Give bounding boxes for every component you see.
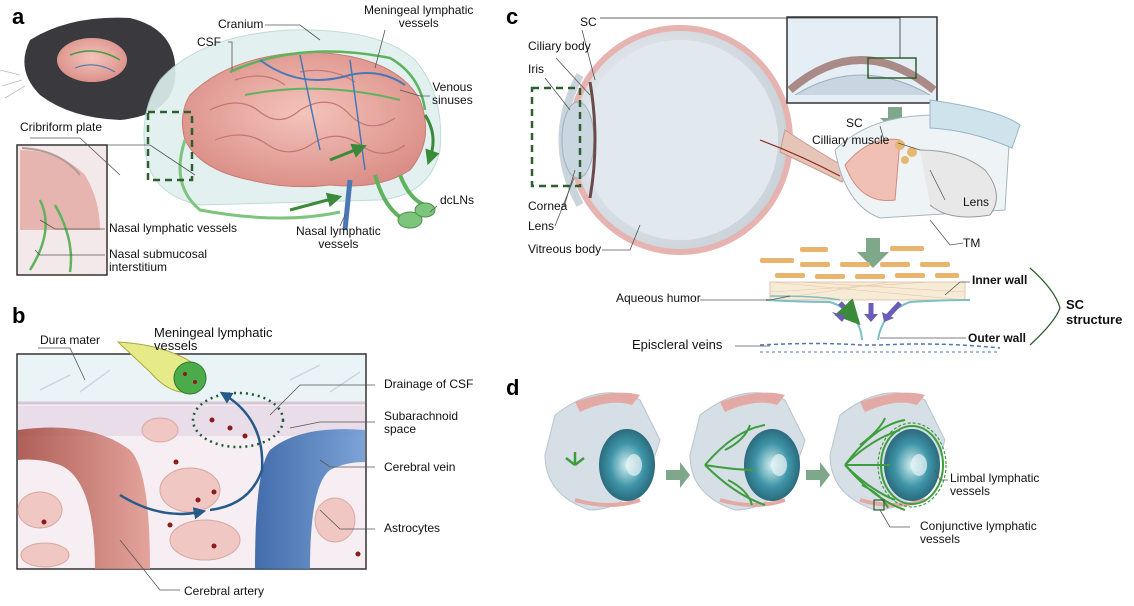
label-nasal-lymphatic-vessels-right: Nasal lymphatic vessels bbox=[296, 225, 381, 251]
label-ciliary-body: Ciliary body bbox=[528, 40, 591, 53]
panel-label-d: d bbox=[506, 375, 519, 401]
label-tm: TM bbox=[963, 237, 980, 250]
label-inner-wall: Inner wall bbox=[972, 274, 1027, 287]
eye-stage-1 bbox=[545, 393, 660, 510]
label-outer-wall: Outer wall bbox=[968, 332, 1026, 345]
label-sc-mid: SC bbox=[846, 117, 863, 130]
label-subarachnoid-space: Subarachnoid space bbox=[384, 410, 458, 436]
label-dclns: dcLNs bbox=[440, 194, 474, 207]
label-meningeal-lymphatic-vessels-a: Meningeal lymphatic vessels bbox=[364, 4, 473, 30]
label-cilliary-muscle: Cilliary muscle bbox=[812, 134, 889, 147]
eye-stage-2 bbox=[690, 393, 805, 510]
label-meningeal-lymphatic-vessels-b: Meningeal lymphatic vessels bbox=[154, 326, 273, 352]
sc-structure-bracket bbox=[1030, 268, 1060, 345]
label-dura-mater: Dura mater bbox=[40, 334, 100, 347]
panel-b-illustration bbox=[17, 342, 366, 569]
panel-label-b: b bbox=[12, 303, 25, 329]
label-sc-top: SC bbox=[580, 16, 597, 29]
label-cerebral-artery: Cerebral artery bbox=[184, 585, 264, 598]
label-cerebral-vein: Cerebral vein bbox=[384, 461, 455, 474]
label-conjunctive-lymphatic-vessels: Conjunctive lymphatic vessels bbox=[920, 520, 1037, 546]
stage-arrow-2 bbox=[806, 462, 830, 488]
label-lens-right: Lens bbox=[963, 196, 989, 209]
eye-stage-3 bbox=[830, 393, 946, 510]
stage-arrow-1 bbox=[666, 462, 690, 488]
label-venous-sinuses: Venous sinuses bbox=[432, 81, 473, 107]
panel-label-a: a bbox=[12, 4, 24, 30]
label-nasal-submucosal-interstitium: Nasal submucosal interstitium bbox=[109, 248, 207, 274]
label-cribriform-plate: Cribriform plate bbox=[20, 121, 102, 134]
panel-c-illustration bbox=[532, 17, 1060, 352]
label-drainage-of-csf: Drainage of CSF bbox=[384, 378, 473, 391]
lens-shape bbox=[562, 102, 594, 178]
label-iris: Iris bbox=[528, 63, 544, 76]
label-lens-left: Lens bbox=[528, 220, 554, 233]
panel-label-c: c bbox=[506, 4, 518, 30]
label-nasal-lymphatic-vessels: Nasal lymphatic vessels bbox=[109, 222, 237, 235]
meningeal-vessel-lumen bbox=[174, 362, 206, 394]
label-cornea: Cornea bbox=[528, 200, 567, 213]
panel-d-illustration bbox=[545, 393, 946, 510]
label-sc-structure: SC structure bbox=[1066, 297, 1122, 327]
label-limbal-lymphatic-vessels: Limbal lymphatic vessels bbox=[950, 472, 1039, 498]
label-aqueous-humor: Aqueous humor bbox=[616, 292, 701, 305]
label-episcleral-veins: Episcleral veins bbox=[632, 338, 722, 351]
label-astrocytes: Astrocytes bbox=[384, 522, 440, 535]
purple-arrow bbox=[840, 303, 852, 316]
label-vitreous-body: Vitreous body bbox=[528, 243, 601, 256]
mouse-mini-brain bbox=[57, 38, 127, 82]
label-cranium: Cranium bbox=[218, 18, 263, 31]
label-csf: CSF bbox=[197, 36, 221, 49]
